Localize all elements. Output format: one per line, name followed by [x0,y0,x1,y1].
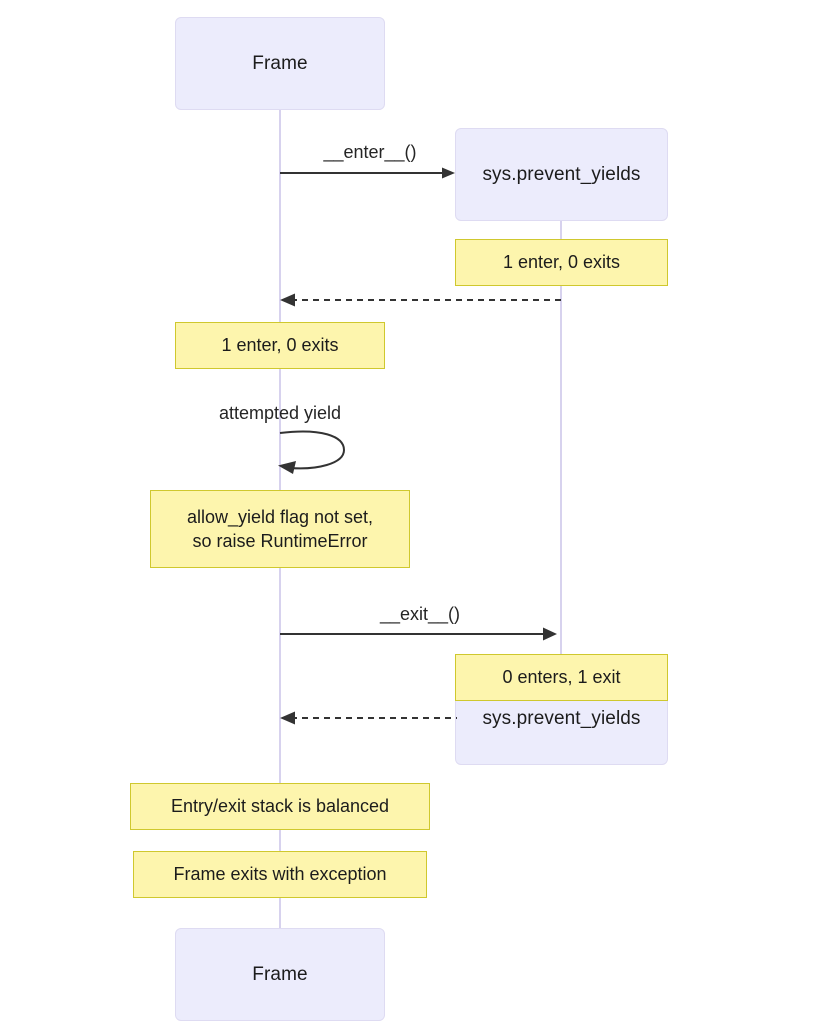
note-right-exit-count: 0 enters, 1 exit [455,654,668,701]
actor-sys-prevent-yields-bottom-label: sys.prevent_yields [482,707,641,729]
note-stack-balanced-text: Entry/exit stack is balanced [170,796,390,817]
actor-frame-top-label: Frame [252,52,308,74]
note-stack-balanced: Entry/exit stack is balanced [130,783,430,830]
note-raise-runtime-error-line1: allow_yield flag not set, [186,506,374,527]
arrow-exit-return [280,711,457,725]
note-frame-exits-text: Frame exits with exception [173,864,387,885]
message-label-exit: __exit__() [379,604,461,624]
note-frame-exits: Frame exits with exception [133,851,427,898]
note-left-enter-count: 1 enter, 0 exits [175,322,385,369]
actor-frame-bottom-label: Frame [252,963,308,985]
actor-sys-prevent-yields-top[interactable]: sys.prevent_yields [455,128,668,221]
arrow-enter-return [280,293,561,307]
arrow-enter-call [280,167,455,179]
arrow-exit-call [280,627,557,641]
note-right-exit-count-text: 0 enters, 1 exit [502,667,621,688]
actor-frame-bottom[interactable]: Frame [175,928,385,1021]
note-right-enter-count: 1 enter, 0 exits [455,239,668,286]
message-label-enter: __enter__() [323,142,417,162]
actor-sys-prevent-yields-top-label: sys.prevent_yields [482,163,641,185]
note-right-enter-count-text: 1 enter, 0 exits [502,252,621,273]
lifeline-sys-prevent-yields [560,221,562,661]
note-raise-runtime-error-line2: so raise RuntimeError [192,531,368,551]
note-left-enter-count-text: 1 enter, 0 exits [221,335,339,356]
note-raise-runtime-error: allow_yield flag not set, so raise Runti… [150,490,410,568]
arrow-self-loop-attempted-yield [278,430,346,474]
message-label-attempted-yield: attempted yield [218,403,342,423]
actor-frame-top[interactable]: Frame [175,17,385,110]
